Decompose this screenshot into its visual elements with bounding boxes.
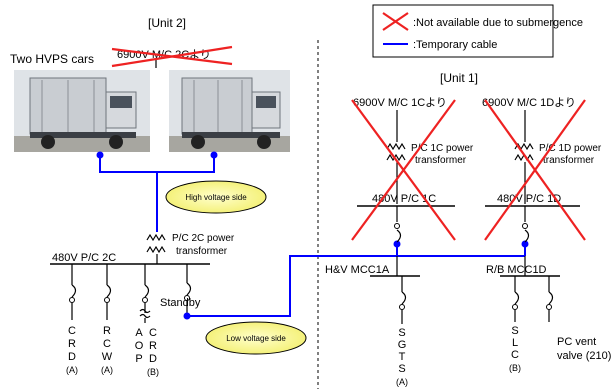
svg-text:L: L (512, 337, 518, 349)
svg-text:R: R (149, 340, 157, 352)
legend-cross-icon (382, 12, 409, 31)
pc1d-cross (484, 99, 586, 241)
unit2-source-cross (111, 45, 233, 68)
svg-text:T: T (399, 351, 406, 363)
svg-text:S: S (398, 363, 405, 375)
svg-text:(A): (A) (101, 365, 113, 375)
mcc1a-feeder (399, 276, 407, 324)
legend-not-available: :Not available due to submergence (413, 17, 583, 29)
load-slc-b: S L C (B) (509, 325, 521, 373)
unit1-source-1c: 6900V M/C 1Cより (353, 96, 447, 109)
svg-text:S: S (511, 325, 518, 337)
svg-text:(B): (B) (509, 363, 521, 373)
pc-vent-label-1: PC vent (557, 336, 596, 348)
svg-text:O: O (135, 340, 144, 352)
pc2c-transformer-label-2: transformer (176, 246, 228, 257)
svg-text:W: W (102, 351, 113, 363)
mcc1a-label: H&V MCC1A (325, 264, 390, 276)
pc2c-transformer-label-1: P/C 2C power (172, 233, 235, 244)
standby-label: Standby (160, 297, 201, 309)
pc1c-cross (351, 99, 456, 241)
unit2-title: [Unit 2] (148, 16, 186, 30)
high-voltage-callout: High voltage side (165, 180, 267, 214)
pc1c-transformer-label-1: P/C 1C power (411, 143, 474, 154)
low-voltage-temp-cable (183, 240, 529, 320)
legend-temp-cable: :Temporary cable (413, 39, 497, 51)
svg-text:C: C (149, 327, 157, 339)
svg-text:C: C (68, 325, 76, 337)
mcc1d-feeders (512, 276, 554, 322)
svg-text:D: D (68, 351, 76, 363)
svg-text:D: D (149, 353, 157, 365)
pc1c-bus-label: 480V P/C 1C (372, 193, 436, 205)
pc1d-switch (524, 229, 530, 243)
pc1d-transformer-label-1: P/C 1D power (539, 143, 602, 154)
svg-text:C: C (103, 338, 111, 350)
hvps-truck-2 (169, 70, 290, 152)
pc1c-transformer-icon (386, 142, 406, 162)
low-voltage-callout: Low voltage side (205, 321, 307, 355)
svg-text:S: S (398, 327, 405, 339)
pc2c-bus-label: 480V P/C 2C (52, 252, 116, 264)
load-crd-b: C R D (B) (147, 327, 159, 377)
pc1d-breaker (522, 223, 528, 229)
load-sgts-a: S G T S (A) (396, 327, 408, 387)
pc1d-transformer-label-2: transformer (543, 155, 595, 166)
load-rcw-a: R C W (A) (101, 325, 113, 375)
load-crd-a: C R D (A) (66, 325, 78, 375)
pc-vent-label-2: valve (210) (557, 350, 611, 362)
low-voltage-label: Low voltage side (226, 334, 286, 343)
unit1-title: [Unit 1] (440, 71, 478, 85)
svg-text:A: A (135, 327, 143, 339)
svg-text:R: R (103, 325, 111, 337)
svg-text:R: R (68, 338, 76, 350)
svg-text:G: G (398, 339, 407, 351)
svg-text:(B): (B) (147, 367, 159, 377)
pc2c-transformer-icon (146, 233, 166, 254)
svg-text:C: C (511, 349, 519, 361)
svg-text:(A): (A) (396, 377, 408, 387)
svg-text:(A): (A) (66, 365, 78, 375)
pc1c-breaker (394, 223, 400, 229)
svg-text:P: P (135, 353, 142, 365)
hvps-temp-cable (96, 151, 218, 232)
hvps-truck-1 (14, 70, 150, 152)
legend: :Not available due to submergence :Tempo… (372, 4, 583, 58)
pc1c-transformer-label-2: transformer (415, 155, 467, 166)
hvps-label: Two HVPS cars (10, 52, 94, 66)
unit2-feeders (69, 264, 192, 323)
load-aop: A O P (135, 327, 144, 365)
mcc1d-label: R/B MCC1D (486, 264, 547, 276)
pc1c-switch (396, 229, 402, 243)
high-voltage-label: High voltage side (185, 193, 247, 202)
unit1-source-1d: 6900V M/C 1Dより (482, 96, 576, 109)
legend-box (372, 4, 554, 58)
